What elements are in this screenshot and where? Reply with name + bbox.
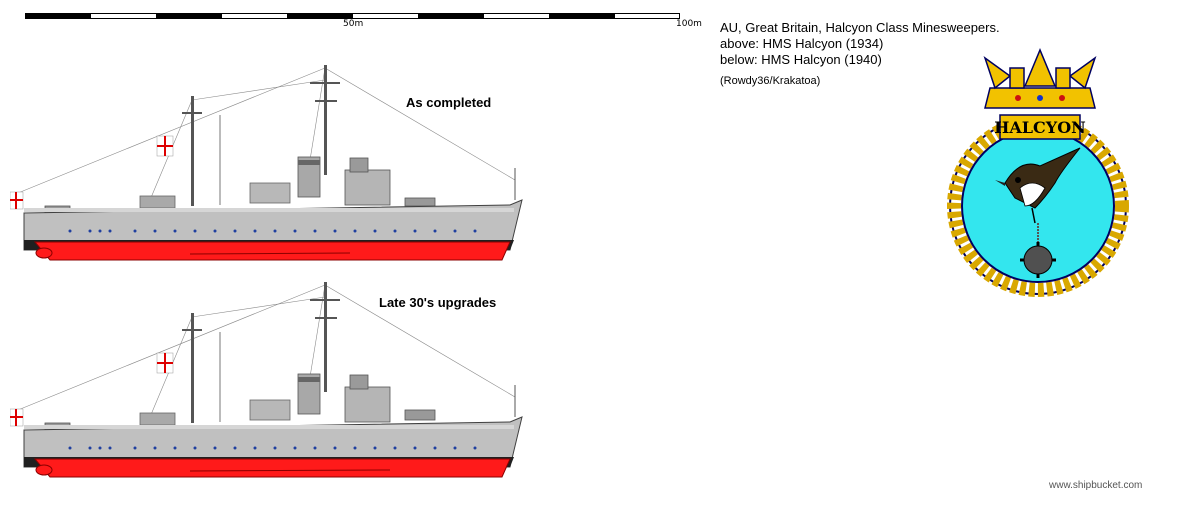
rigging	[17, 67, 516, 201]
funnel	[297, 156, 321, 198]
foremast	[310, 65, 340, 175]
halcyon-crest: HALCYON	[947, 48, 1129, 297]
scale-end-label: 100m	[676, 19, 702, 29]
mine-icon	[1020, 223, 1056, 278]
ship-label-top: As completed	[406, 95, 492, 110]
mainmast	[182, 96, 202, 206]
info-title: AU, Great Britain, Halcyon Class Mineswe…	[720, 20, 1000, 35]
ship-label-bottom: Late 30's upgrades	[379, 295, 497, 310]
info-above: above: HMS Halcyon (1934)	[720, 36, 884, 51]
scale-bar	[25, 13, 680, 19]
ensign-main	[156, 135, 174, 157]
ship-drawing-top	[10, 65, 523, 261]
name-plate	[999, 114, 1081, 140]
rudder	[35, 247, 53, 259]
ensign-stern	[10, 191, 24, 210]
scale-mid-label: 50m	[343, 19, 364, 29]
footer-site: www.shipbucket.com	[1049, 480, 1143, 491]
antifouling	[33, 241, 511, 261]
portholes	[68, 229, 477, 233]
fore-gun	[404, 197, 436, 207]
kingfisher-icon	[995, 147, 1081, 224]
crest-name: HALCYON	[994, 118, 1086, 137]
info-credit: (Rowdy36/Krakatoa)	[720, 75, 821, 87]
ship-drawing-bottom	[10, 282, 523, 478]
info-below: below: HMS Halcyon (1940)	[720, 52, 882, 67]
naval-crown-icon	[983, 48, 1097, 109]
bridge	[344, 169, 391, 206]
